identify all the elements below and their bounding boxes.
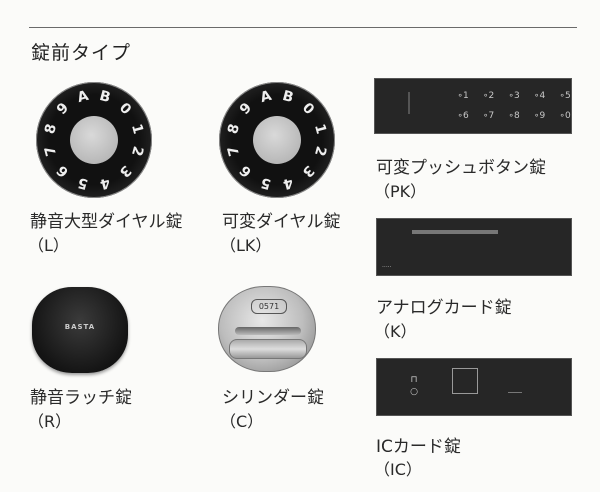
key-code: 0571 bbox=[251, 299, 287, 314]
push-button-panel-image: ∘1 ∘2 ∘3 ∘4 ∘5 ∘6 ∘7 ∘8 ∘9 ∘0 bbox=[374, 78, 572, 134]
large-dial-lock-name: 静音大型ダイヤル錠 bbox=[30, 212, 183, 232]
dial-character: A bbox=[75, 88, 90, 107]
latch-brand-mark: BASTA bbox=[64, 323, 96, 331]
button-row-bottom: ∘6 ∘7 ∘8 ∘9 ∘0 bbox=[454, 110, 574, 122]
ic-card-lock-code: （IC） bbox=[374, 460, 422, 479]
keypad-button: ∘4 bbox=[533, 91, 546, 101]
keypad-button: ∘8 bbox=[508, 111, 520, 121]
panel-stripe bbox=[408, 92, 410, 114]
dial-character: 1 bbox=[310, 121, 329, 136]
dial-character: 5 bbox=[258, 173, 273, 192]
keypad-button: ∘2 bbox=[482, 91, 495, 101]
panel-line bbox=[508, 392, 522, 393]
ic-card-panel-image: ⊓ ○ bbox=[376, 358, 572, 416]
dial-lock-code: （LK） bbox=[220, 236, 272, 255]
dial-character: A bbox=[258, 88, 273, 107]
dial-lock-name: 可変ダイヤル錠 bbox=[222, 212, 341, 232]
keypad-button: ∘0 bbox=[559, 111, 571, 121]
dial-face bbox=[253, 116, 301, 164]
card-reader-icon bbox=[452, 368, 478, 394]
dial-character: 7 bbox=[42, 144, 61, 159]
dial-character: 0 bbox=[299, 99, 318, 118]
latch-image: BASTA bbox=[32, 287, 128, 373]
analog-card-panel-image: ····· bbox=[376, 218, 572, 276]
dial-character: 1 bbox=[127, 121, 146, 136]
dial-character: 6 bbox=[236, 162, 255, 181]
dial-character: 3 bbox=[299, 162, 318, 181]
keypad-button: ∘7 bbox=[482, 111, 495, 121]
dial-character: 2 bbox=[310, 144, 329, 159]
dial-character: 8 bbox=[42, 121, 61, 136]
push-button-lock-name: 可変プッシュボタン錠 bbox=[376, 158, 546, 178]
keypad-button: ∘9 bbox=[533, 111, 546, 121]
dial-character: 9 bbox=[236, 99, 255, 118]
cylinder-image: 0571 bbox=[218, 286, 316, 372]
analog-card-lock-name: アナログカード錠 bbox=[376, 298, 512, 318]
dial-face bbox=[70, 116, 118, 164]
top-divider bbox=[29, 27, 577, 28]
large-dial-lock-code: （L） bbox=[28, 236, 69, 255]
dial-character: 4 bbox=[281, 173, 296, 192]
keypad-button: ∘3 bbox=[508, 91, 520, 101]
dial-character: 4 bbox=[98, 173, 113, 192]
cylinder-lock-code: （C） bbox=[220, 412, 264, 431]
dial-character: B bbox=[98, 88, 113, 107]
dial-character: 5 bbox=[75, 173, 90, 192]
analog-card-lock-code: （K） bbox=[374, 322, 417, 341]
lock-icon: ⊓ ○ bbox=[410, 375, 418, 397]
dial-character: 8 bbox=[225, 121, 244, 136]
section-title: 錠前タイプ bbox=[31, 42, 132, 64]
dial-character: 0 bbox=[116, 99, 135, 118]
ic-card-lock-name: ICカード錠 bbox=[376, 437, 461, 457]
keypad-button: ∘1 bbox=[457, 91, 469, 101]
dial-character: B bbox=[281, 88, 296, 107]
dial-character: 6 bbox=[53, 162, 72, 181]
keypad-button: ∘6 bbox=[457, 111, 469, 121]
button-row-top: ∘1 ∘2 ∘3 ∘4 ∘5 bbox=[454, 90, 574, 102]
keypad-button: ∘5 bbox=[559, 91, 571, 101]
key-icon bbox=[229, 339, 307, 359]
dial-character: 7 bbox=[225, 144, 244, 159]
dial-character: 2 bbox=[127, 144, 146, 159]
keyhole bbox=[235, 327, 301, 335]
card-slot bbox=[412, 230, 498, 234]
latch-lock-name: 静音ラッチ錠 bbox=[30, 388, 132, 408]
dial-character: 9 bbox=[53, 99, 72, 118]
latch-lock-code: （R） bbox=[28, 412, 72, 431]
cylinder-lock-name: シリンダー錠 bbox=[222, 388, 324, 408]
dial-character: 3 bbox=[116, 162, 135, 181]
push-button-lock-code: （PK） bbox=[374, 182, 427, 201]
panel-mark: ····· bbox=[382, 264, 392, 271]
